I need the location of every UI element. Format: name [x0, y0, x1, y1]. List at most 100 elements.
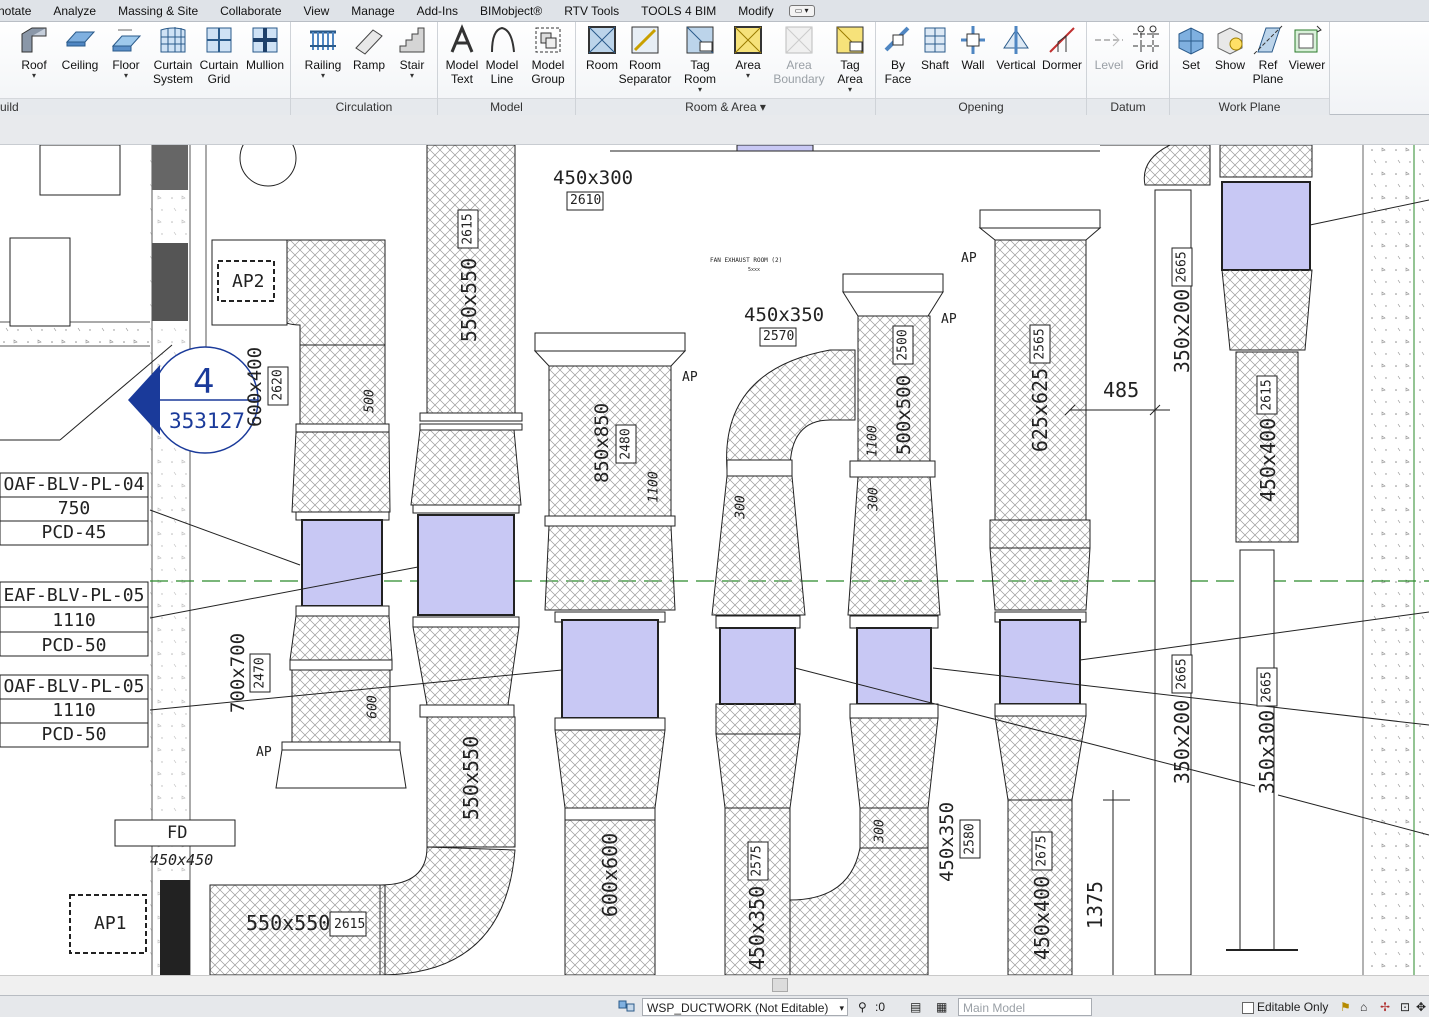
tab-analyze[interactable]: Analyze — [42, 0, 107, 22]
tab-add-ins[interactable]: Add-Ins — [406, 0, 469, 22]
railing-tool[interactable]: Railing ▾ — [301, 24, 345, 80]
dim-485[interactable]: 485 — [1103, 378, 1139, 402]
dim-450x400-right[interactable]: 450x400 — [1256, 418, 1280, 502]
dim-450x450[interactable]: 450x450 — [150, 851, 213, 869]
panel-room-area: Room Room Separator Tag Room ▾ Area ▾ Ar… — [576, 22, 876, 115]
tab-bimobject[interactable]: BIMobject® — [469, 0, 553, 22]
dim-v1100b: 1100 — [866, 425, 881, 456]
model-text-tool[interactable]: Model Text — [442, 24, 482, 86]
dim-450x350-r[interactable]: 450x350 — [936, 802, 958, 882]
tag-ap2[interactable]: AP2 — [232, 271, 265, 292]
model-line-tool[interactable]: Model Line — [482, 24, 522, 86]
dim-550x550-bot[interactable]: 550x550 — [459, 736, 483, 820]
shaft-tool[interactable]: Shaft — [916, 24, 954, 72]
viewer-tool[interactable]: Viewer — [1286, 24, 1328, 72]
dim-450x400-low[interactable]: 450x400 — [1030, 876, 1054, 960]
ramp-tool[interactable]: Ramp — [349, 24, 389, 72]
dim-450x350-mid[interactable]: 450x350 — [744, 304, 824, 326]
level-tool[interactable]: Level — [1091, 24, 1127, 72]
dim-700x700[interactable]: 700x700 — [227, 633, 249, 713]
wall-opening-icon — [957, 24, 989, 56]
design-option-select[interactable]: Main Model — [958, 998, 1092, 1016]
by-face-tool[interactable]: By Face — [878, 24, 918, 86]
workset-dropdown[interactable]: WSP_DUCTWORK (Not Editable) ▾ — [642, 998, 848, 1016]
link-select-icon[interactable]: ⚑ — [1340, 998, 1351, 1016]
set-tool[interactable]: Set — [1172, 24, 1210, 72]
ceiling-tool[interactable]: Ceiling — [58, 24, 102, 72]
mullion-icon — [249, 24, 281, 56]
panel-title-room-area[interactable]: Room & Area ▾ — [576, 98, 875, 115]
panel-title-datum: Datum — [1087, 98, 1169, 115]
selection-count: :0 — [875, 998, 885, 1016]
floor-tool[interactable]: Floor ▾ — [106, 24, 146, 80]
editable-only-checkbox[interactable]: Editable Only — [1242, 998, 1328, 1016]
dim-850x850[interactable]: 850x850 — [591, 403, 613, 483]
equipment-label-eaf-05[interactable]: EAF-BLV-PL-05 1110 PCD-50 — [0, 583, 148, 658]
area-boundary-tool[interactable]: Area Boundary — [771, 24, 827, 86]
dim-625x625[interactable]: 625x625 — [1028, 368, 1052, 452]
show-tool[interactable]: Show — [1210, 24, 1250, 72]
dim-350x200-top[interactable]: 350x200 — [1170, 289, 1194, 373]
grid-tool[interactable]: Grid — [1129, 24, 1165, 72]
elev-2480: 2480 — [619, 428, 634, 459]
model-group-tool[interactable]: Model Group — [526, 24, 570, 86]
pinned-select-icon[interactable]: ✢ — [1380, 998, 1390, 1016]
panel-title-opening: Opening — [876, 98, 1086, 115]
tab-manage[interactable]: Manage — [340, 0, 405, 22]
room-separator-tool[interactable]: Room Separator — [618, 24, 672, 86]
drawing-canvas[interactable]: AP2 AP1 FD 4 353127 OAF-BLV-PL-04 750 PC… — [0, 145, 1429, 975]
equipment-label-oaf-05[interactable]: OAF-BLV-PL-05 1110 PCD-50 — [0, 675, 148, 747]
tab-annotate[interactable]: notate — [0, 0, 42, 22]
tab-rtv-tools[interactable]: RTV Tools — [553, 0, 630, 22]
stair-tool[interactable]: Stair ▾ — [392, 24, 432, 80]
dim-600x400[interactable]: 600x400 — [244, 347, 266, 427]
workset-icon[interactable] — [618, 998, 636, 1016]
curtain-grid-tool[interactable]: Curtain Grid — [198, 24, 240, 86]
scrollbar-thumb[interactable] — [772, 978, 788, 992]
filter-icon[interactable]: ⚲ — [858, 998, 867, 1016]
dim-450x350-low[interactable]: 450x350 — [745, 886, 769, 970]
elev-2610: 2610 — [570, 193, 601, 208]
tab-massing-site[interactable]: Massing & Site — [107, 0, 209, 22]
dim-600x600[interactable]: 600x600 — [598, 833, 622, 917]
horizontal-scrollbar[interactable] — [0, 975, 1429, 995]
mullion-tool[interactable]: Mullion — [242, 24, 288, 72]
equipment-label-oaf-04[interactable]: OAF-BLV-PL-04 750 PCD-45 — [0, 473, 148, 545]
tab-collaborate[interactable]: Collaborate — [209, 0, 292, 22]
area-tool[interactable]: Area ▾ — [728, 24, 768, 80]
dim-1375[interactable]: 1375 — [1083, 881, 1107, 929]
ribbon-minimize-toggle[interactable]: ▭ ▾ — [789, 5, 815, 17]
tag-fd[interactable]: FD — [167, 823, 187, 843]
tab-tools4bim[interactable]: TOOLS 4 BIM — [630, 0, 727, 22]
panel-circulation: Railing ▾ Ramp Stair ▾ Circulation — [291, 22, 438, 115]
section-number[interactable]: 4 — [193, 362, 215, 402]
dim-450x300[interactable]: 450x300 — [553, 167, 633, 189]
vertical-opening-tool[interactable]: Vertical — [994, 24, 1038, 72]
dim-550x550-low[interactable]: 550x550 — [246, 911, 330, 935]
roof-tool[interactable]: Roof ▾ — [14, 24, 54, 80]
dim-350x300[interactable]: 350x300 — [1255, 710, 1279, 794]
elev-2580: 2580 — [963, 823, 978, 854]
drag-select-icon[interactable]: ✥ — [1416, 998, 1426, 1016]
wall-opening-tool[interactable]: Wall — [954, 24, 992, 72]
tag-area-tool[interactable]: Tag Area ▾ — [830, 24, 870, 94]
ref-plane-tool[interactable]: Ref Plane — [1250, 24, 1286, 86]
options-bar — [0, 115, 1429, 145]
elev-2665b: 2665 — [1175, 658, 1190, 689]
dim-500x500[interactable]: 500x500 — [893, 375, 915, 455]
grid-icon — [1131, 24, 1163, 56]
tag-room-tool[interactable]: Tag Room ▾ — [678, 24, 722, 94]
curtain-system-tool[interactable]: Curtain System — [150, 24, 196, 86]
dim-550x550-top[interactable]: 550x550 — [457, 258, 481, 342]
section-sheet-ref[interactable]: 353127 — [169, 409, 245, 433]
face-select-icon[interactable]: ⊡ — [1400, 998, 1410, 1016]
dim-350x200-bot[interactable]: 350x200 — [1170, 700, 1194, 784]
tab-view[interactable]: View — [293, 0, 341, 22]
ramp-icon — [353, 24, 385, 56]
dormer-tool[interactable]: Dormer — [1040, 24, 1084, 72]
tag-ap1[interactable]: AP1 — [94, 913, 127, 934]
status-bar: WSP_DUCTWORK (Not Editable) ▾ ⚲ :0 ▤ ▦ M… — [0, 995, 1429, 1017]
underlay-select-icon[interactable]: ⌂ — [1360, 998, 1367, 1016]
design-options-icon[interactable]: ▤ — [910, 998, 921, 1016]
tab-modify[interactable]: Modify — [727, 0, 784, 22]
